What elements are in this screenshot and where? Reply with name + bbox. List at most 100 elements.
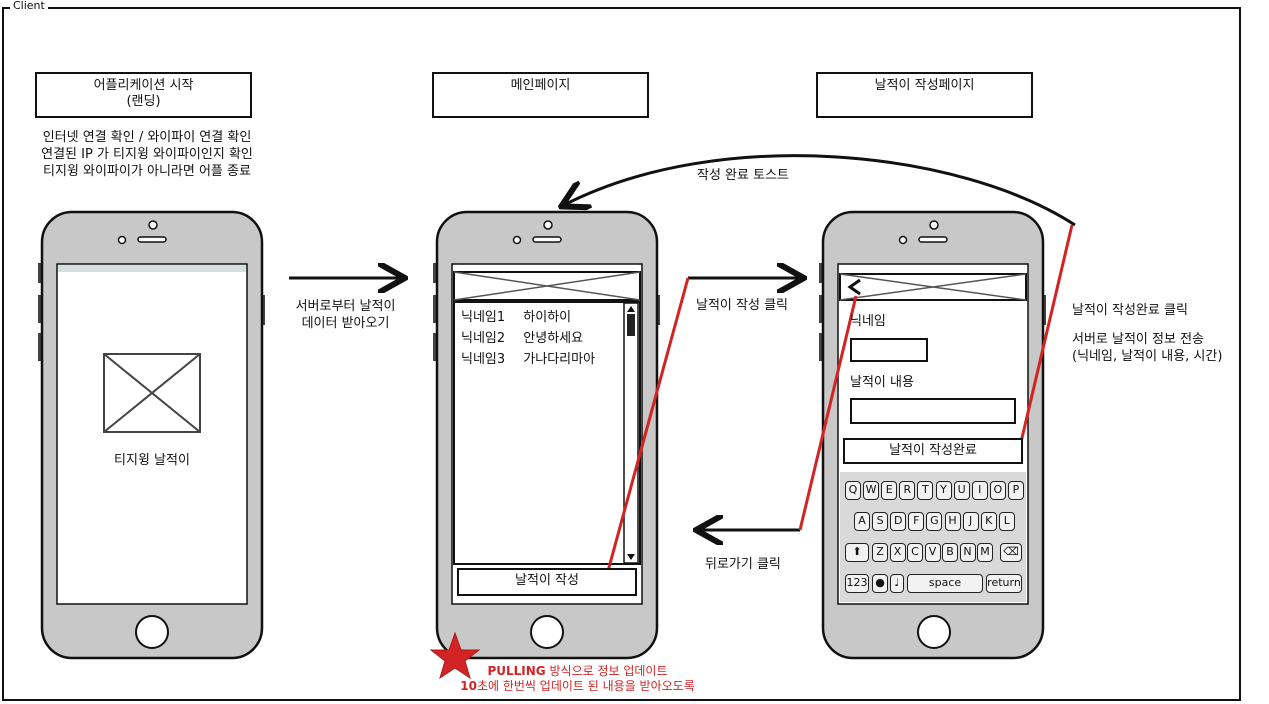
polling-keyword: PULLING bbox=[487, 664, 546, 678]
receive-label-line2: 데이터 받아오기 bbox=[301, 316, 390, 331]
main-title-text: 메인페이지 bbox=[510, 78, 571, 93]
write-click-label: 날적이 작성 클릭 bbox=[696, 298, 788, 313]
key-f[interactable]: F bbox=[908, 512, 925, 531]
list-item[interactable]: 닉네임2 안녕하세요 bbox=[461, 327, 583, 346]
camera-icon bbox=[543, 220, 553, 230]
red-line-back bbox=[798, 295, 858, 531]
scroll-thumb bbox=[627, 314, 635, 336]
list-item[interactable]: 닉네임3 가나다리마아 bbox=[461, 348, 595, 367]
key-q[interactable]: Q bbox=[845, 481, 861, 500]
key-u[interactable]: U bbox=[953, 481, 970, 500]
key-v[interactable]: V bbox=[924, 543, 941, 562]
content-label: 날적이 내용 bbox=[850, 375, 914, 390]
send-label-line1: 서버로 날적이 정보 전송 bbox=[1072, 332, 1204, 347]
camera-icon bbox=[148, 220, 158, 230]
start-note-2: 연결된 IP 가 티지윙 와이파이인지 확인 bbox=[41, 147, 253, 162]
sensor-icon bbox=[117, 235, 127, 245]
key-l[interactable]: L bbox=[998, 512, 1015, 531]
key-k[interactable]: K bbox=[980, 512, 997, 531]
sensor-icon bbox=[512, 235, 522, 245]
key-t[interactable]: T bbox=[917, 481, 934, 500]
speaker-icon bbox=[137, 236, 167, 243]
submit-click-label: 날적이 작성완료 클릭 bbox=[1072, 303, 1188, 318]
key-r[interactable]: R bbox=[899, 481, 916, 500]
globe-key-icon[interactable]: ● bbox=[872, 574, 888, 593]
key-h[interactable]: H bbox=[944, 512, 961, 531]
key-d[interactable]: D bbox=[890, 512, 907, 531]
nickname-label: 닉네임 bbox=[850, 314, 886, 329]
key-s[interactable]: S bbox=[872, 512, 889, 531]
polling-line2-text: 초에 한번씩 업데이트 된 내용을 받아오도록 bbox=[476, 679, 695, 693]
shift-key[interactable]: ⬆ bbox=[845, 543, 869, 562]
back-chevron-icon bbox=[847, 278, 861, 296]
list-item-nick: 닉네임3 bbox=[461, 352, 506, 367]
speaker-icon bbox=[918, 236, 948, 243]
start-note-1: 인터넷 연결 확인 / 와이파이 연결 확인 bbox=[42, 130, 252, 145]
speaker-icon bbox=[532, 236, 562, 243]
key-y[interactable]: Y bbox=[935, 481, 952, 500]
write-screen-title: 날적이 작성페이지 bbox=[816, 72, 1033, 118]
key-o[interactable]: O bbox=[989, 481, 1006, 500]
home-button-icon bbox=[135, 615, 169, 649]
start-title-line1: 어플리케이션 시작 bbox=[93, 78, 194, 93]
polling-interval: 10 bbox=[460, 679, 477, 693]
red-line-submit bbox=[1016, 224, 1074, 456]
list-item-message: 안녕하세요 bbox=[523, 331, 584, 346]
key-i[interactable]: I bbox=[971, 481, 988, 500]
write-button[interactable]: 날적이 작성 bbox=[457, 568, 637, 596]
frame-title: Client bbox=[10, 0, 48, 12]
camera-icon bbox=[929, 220, 939, 230]
list-item-nick: 닉네임1 bbox=[461, 310, 506, 325]
list-box bbox=[453, 301, 641, 565]
home-button-icon bbox=[530, 615, 564, 649]
app-name-label: 티지윙 날적이 bbox=[114, 453, 190, 468]
receive-label: 서버로부터 날적이 데이터 받아오기 bbox=[283, 298, 408, 332]
delete-key-icon[interactable]: ⌫ bbox=[1000, 543, 1022, 562]
content-input[interactable] bbox=[850, 398, 1016, 424]
polling-note-line2: 10초에 한번씩 업데이트 된 내용을 받아오도록 bbox=[420, 679, 735, 694]
red-line-write bbox=[603, 277, 690, 583]
scrollbar bbox=[623, 302, 639, 564]
scroll-down-icon bbox=[627, 554, 635, 560]
polling-line1-text: 방식으로 정보 업데이트 bbox=[545, 664, 668, 678]
return-key[interactable]: return bbox=[986, 574, 1022, 593]
phone-landing bbox=[38, 210, 265, 660]
polling-note-line1: PULLING 방식으로 정보 업데이트 bbox=[420, 664, 735, 679]
arrow-toast bbox=[564, 154, 1076, 227]
polling-note: PULLING 방식으로 정보 업데이트 10초에 한번씩 업데이트 된 내용을… bbox=[420, 664, 735, 694]
key-g[interactable]: G bbox=[926, 512, 943, 531]
list-item-message: 하이하이 bbox=[523, 310, 572, 325]
mic-key-icon[interactable]: ♩ bbox=[890, 574, 904, 593]
sensor-icon bbox=[898, 235, 908, 245]
toast-label: 작성 완료 토스트 bbox=[697, 168, 789, 183]
key-w[interactable]: W bbox=[863, 481, 880, 500]
write-title-text: 날적이 작성페이지 bbox=[874, 78, 975, 93]
key-x[interactable]: X bbox=[889, 543, 906, 562]
key-p[interactable]: P bbox=[1007, 481, 1024, 500]
home-button-icon bbox=[917, 615, 951, 649]
start-notes: 인터넷 연결 확인 / 와이파이 연결 확인 연결된 IP 가 티지윙 와이파이… bbox=[22, 129, 272, 180]
list-item-nick: 닉네임2 bbox=[461, 331, 506, 346]
key-c[interactable]: C bbox=[907, 543, 923, 562]
phone-main bbox=[433, 210, 660, 660]
list-item[interactable]: 닉네임1 하이하이 bbox=[461, 306, 571, 325]
scroll-up-icon bbox=[627, 306, 635, 312]
key-e[interactable]: E bbox=[881, 481, 898, 500]
main-screen-title: 메인페이지 bbox=[432, 72, 649, 118]
numbers-key[interactable]: 123 bbox=[845, 574, 869, 593]
key-a[interactable]: A bbox=[854, 512, 870, 531]
key-z[interactable]: Z bbox=[872, 543, 888, 562]
start-note-3: 티지윙 와이파이가 아니라면 어플 종료 bbox=[43, 164, 251, 179]
receive-label-line1: 서버로부터 날적이 bbox=[295, 299, 396, 314]
client-frame bbox=[2, 7, 1241, 701]
space-key[interactable]: space bbox=[907, 574, 983, 593]
key-j[interactable]: J bbox=[962, 512, 979, 531]
send-label-line2: (닉네임, 날적이 내용, 시간) bbox=[1072, 349, 1223, 364]
submit-button[interactable]: 날적이 작성완료 bbox=[843, 438, 1023, 464]
key-m[interactable]: M bbox=[977, 543, 993, 562]
key-b[interactable]: B bbox=[942, 543, 958, 562]
list-item-message: 가나다리마아 bbox=[523, 352, 596, 367]
key-n[interactable]: N bbox=[959, 543, 976, 562]
nickname-input[interactable] bbox=[850, 338, 928, 362]
start-title-line2: (랜딩) bbox=[126, 94, 161, 109]
